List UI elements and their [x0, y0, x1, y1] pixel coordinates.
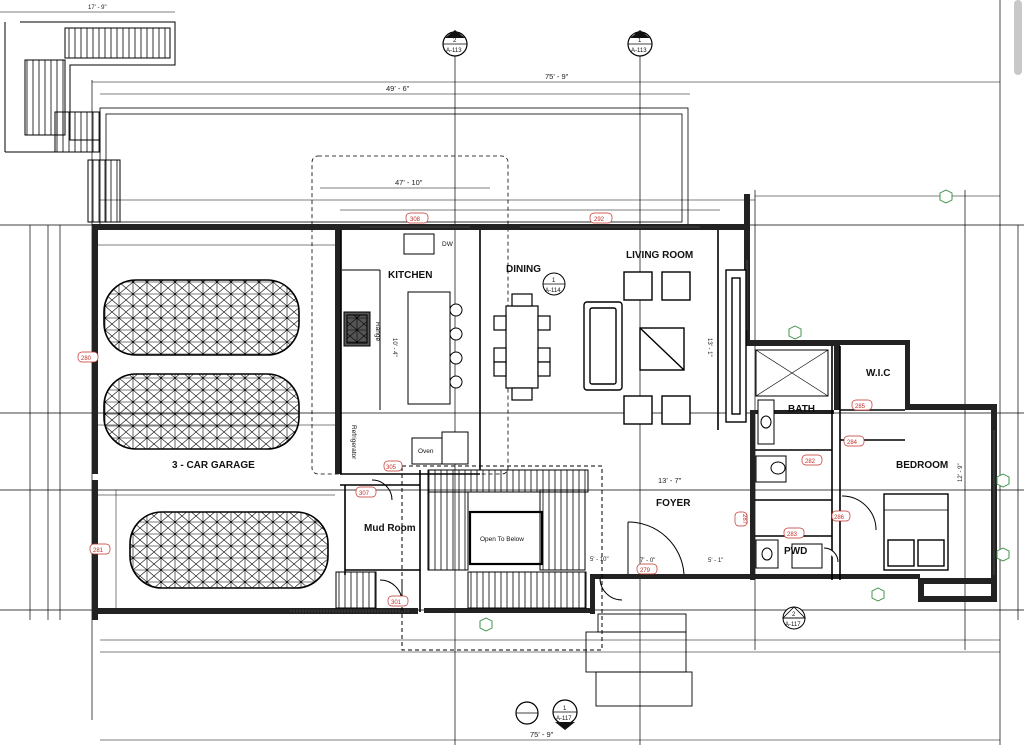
garage-cars: [103, 279, 329, 589]
room-tag: 285: [851, 399, 873, 411]
room-tag: 284: [843, 435, 865, 447]
room-label-dining: DINING: [506, 264, 541, 275]
room-tag: 280: [77, 351, 99, 363]
room-label-bedroom: BEDROOM: [896, 460, 948, 471]
kitchen-island: [407, 291, 451, 405]
svg-text:A-113: A-113: [446, 48, 462, 54]
svg-text:305: 305: [386, 465, 397, 471]
room-tag: 282: [801, 454, 823, 466]
oven-label: Oven: [418, 448, 434, 455]
windows: [290, 226, 995, 613]
room-label-mud-room: Mud Room: [364, 523, 416, 534]
open-to-below-label: Open To Below: [480, 536, 524, 543]
elevation-markers: [479, 189, 1010, 632]
room-tag: 287: [734, 511, 748, 527]
room-label-foyer: FOYER: [656, 498, 691, 509]
svg-text:307: 307: [359, 491, 370, 497]
svg-text:308: 308: [410, 217, 421, 223]
svg-text:A-114: A-114: [545, 288, 561, 294]
dining-table: [493, 293, 551, 401]
fireplace: [725, 269, 747, 423]
bedroom-furniture: [841, 493, 949, 571]
entry-steps: [585, 613, 693, 707]
refrigerator-label: Refrigerator: [350, 425, 357, 460]
dim-middle: 47' - 10": [395, 178, 423, 187]
room-tag: 281: [89, 543, 111, 555]
car-top: [103, 279, 300, 356]
svg-text:285: 285: [855, 404, 866, 410]
dim-bedroom-depth: 12' - 9": [958, 463, 964, 482]
exterior-stair: [4, 21, 176, 223]
section-marker-top-right: 1 A-113: [627, 30, 653, 57]
dim-foyer-door: 7' - 0": [640, 558, 655, 564]
section-marker-bottom: 1 A-117: [552, 699, 578, 730]
dim-overall-top: 75' - 9": [545, 72, 569, 81]
room-label-living-room: LIVING ROOM: [626, 250, 693, 261]
svg-text:A-117: A-117: [785, 622, 801, 628]
kitchen-fixtures: [342, 233, 469, 465]
dim-overall-bottom: 75' - 9": [530, 730, 554, 739]
living-furniture: [583, 269, 747, 425]
room-tag: 307: [355, 486, 377, 498]
svg-text:292: 292: [594, 217, 605, 223]
interior-walls: [340, 230, 905, 612]
room-tag: 308: [405, 212, 429, 224]
svg-text:281: 281: [93, 548, 104, 554]
svg-text:1: 1: [638, 38, 642, 44]
svg-text:284: 284: [847, 440, 858, 446]
dim-stair-landing: 5' - 10": [590, 557, 609, 563]
dim-living-depth: 13' - 1": [706, 338, 712, 357]
room-tag: 286: [831, 510, 851, 522]
room-tag: 292: [589, 212, 613, 224]
dim-stair-top: 17' - 9": [88, 5, 107, 11]
foyer-door: [599, 521, 685, 601]
room-label-pwd: PWD: [784, 546, 807, 557]
svg-text:2: 2: [792, 612, 796, 618]
svg-text:2: 2: [453, 38, 457, 44]
oven: [411, 437, 443, 465]
svg-text:1: 1: [552, 278, 556, 284]
dw-label: DW: [442, 241, 454, 248]
svg-text:A-113: A-113: [631, 48, 647, 54]
svg-text:286: 286: [834, 515, 845, 521]
room-label-kitchen: KITCHEN: [388, 270, 432, 281]
svg-text:A-117: A-117: [556, 716, 572, 722]
section-marker-top-left: 2 A-113: [442, 30, 468, 57]
car-middle: [103, 373, 300, 450]
svg-text:283: 283: [787, 532, 798, 538]
room-label-wic: W.I.C: [866, 368, 890, 379]
svg-text:279: 279: [640, 568, 651, 574]
section-marker-dining: 1 A-114: [542, 272, 566, 296]
svg-text:1: 1: [563, 706, 567, 712]
room-tag: 279: [636, 563, 658, 575]
range-label: Range: [374, 322, 381, 342]
bath-fixtures: [755, 349, 839, 569]
svg-text:280: 280: [81, 356, 92, 362]
section-marker-bottom-left: [515, 701, 539, 725]
mud-room-fixtures: [335, 479, 403, 609]
svg-text:282: 282: [805, 459, 816, 465]
dim-foyer-side: 5' - 1": [708, 558, 723, 564]
dim-island: 10' - 4": [391, 338, 397, 357]
vertical-scrollbar[interactable]: [1014, 0, 1022, 75]
section-marker-bottom-right: 2 A-117: [782, 606, 806, 630]
kitchen-sink: [403, 233, 435, 255]
garage-dims: [98, 244, 335, 608]
room-label-garage: 3 - CAR GARAGE: [172, 460, 255, 471]
svg-text:301: 301: [391, 600, 402, 606]
room-tag: 283: [783, 527, 805, 539]
room-tags: 308 292 280 281 307 305 301 279 285 284 …: [77, 212, 873, 607]
dim-foyer-width: 13' - 7": [658, 476, 682, 485]
room-tag: 301: [387, 595, 409, 607]
svg-text:287: 287: [741, 514, 747, 525]
sofa: [583, 301, 623, 391]
dim-upper: 49' - 6": [386, 84, 410, 93]
main-stair: [401, 465, 603, 651]
car-bottom: [129, 511, 329, 589]
room-label-bath: BATH: [788, 404, 815, 415]
room-tag: 305: [383, 460, 403, 472]
